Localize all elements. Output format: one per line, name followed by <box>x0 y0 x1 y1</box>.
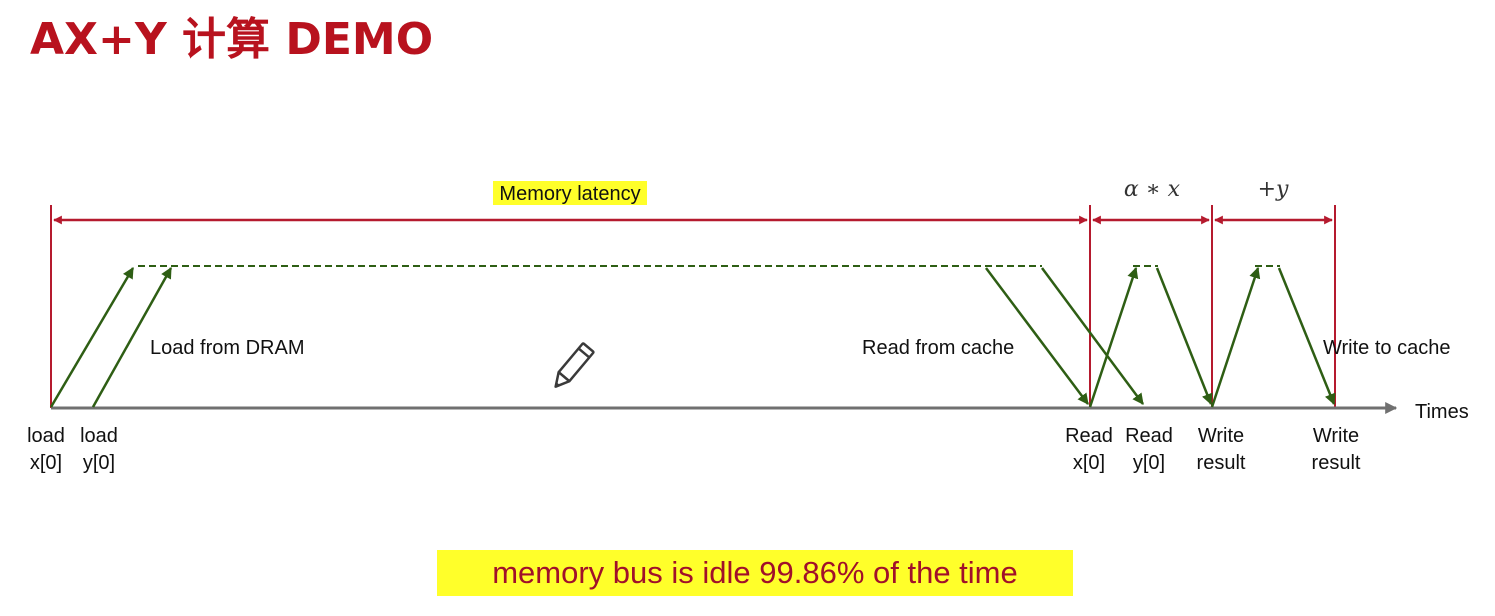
multiply-down-arrow <box>1155 267 1213 406</box>
write-to-cache-label: Write to cache <box>1323 337 1450 359</box>
event-label-line2: x[0] <box>1073 452 1105 474</box>
multiply-up-arrow <box>1088 266 1139 408</box>
read-from-cache-label: Read from cache <box>862 337 1014 359</box>
memory-latency-highlight <box>493 181 647 205</box>
event-label-line1: Write <box>1313 425 1359 447</box>
event-label-line2: y[0] <box>83 452 115 474</box>
load-from-dram-label: Load from DRAM <box>150 337 305 359</box>
event-label-line1: Write <box>1198 425 1244 447</box>
pencil-icon <box>554 342 595 388</box>
load-y-arrow <box>91 267 173 408</box>
memory-bus-idle-note: memory bus is idle 99.86% of the time <box>437 550 1073 596</box>
event-label-line2: result <box>1197 452 1246 474</box>
add-down-arrow <box>1277 267 1336 406</box>
time-axis-label: Times <box>1415 401 1469 423</box>
latency-timeline-diagram: Memory latency α ∗ x +y Load from DRAM R… <box>27 177 1469 474</box>
event-label-line2: y[0] <box>1133 452 1165 474</box>
event-label-line2: result <box>1312 452 1361 474</box>
load-x-arrow <box>49 267 135 408</box>
event-label-line1: Read <box>1065 425 1113 447</box>
memory-latency-label: Memory latency <box>499 183 640 205</box>
read-y-arrow <box>1040 267 1145 405</box>
event-label-line2: x[0] <box>30 452 62 474</box>
event-label-line1: load <box>80 425 118 447</box>
multiply-span-label: α ∗ x <box>1124 177 1181 202</box>
add-up-arrow <box>1210 266 1261 408</box>
event-label-line1: Read <box>1125 425 1173 447</box>
slide-title: AX+Y 计算 DEMO <box>30 14 434 65</box>
event-label-line1: load <box>27 425 65 447</box>
add-span-label: +y <box>1258 177 1289 202</box>
read-x-arrow <box>985 267 1089 405</box>
